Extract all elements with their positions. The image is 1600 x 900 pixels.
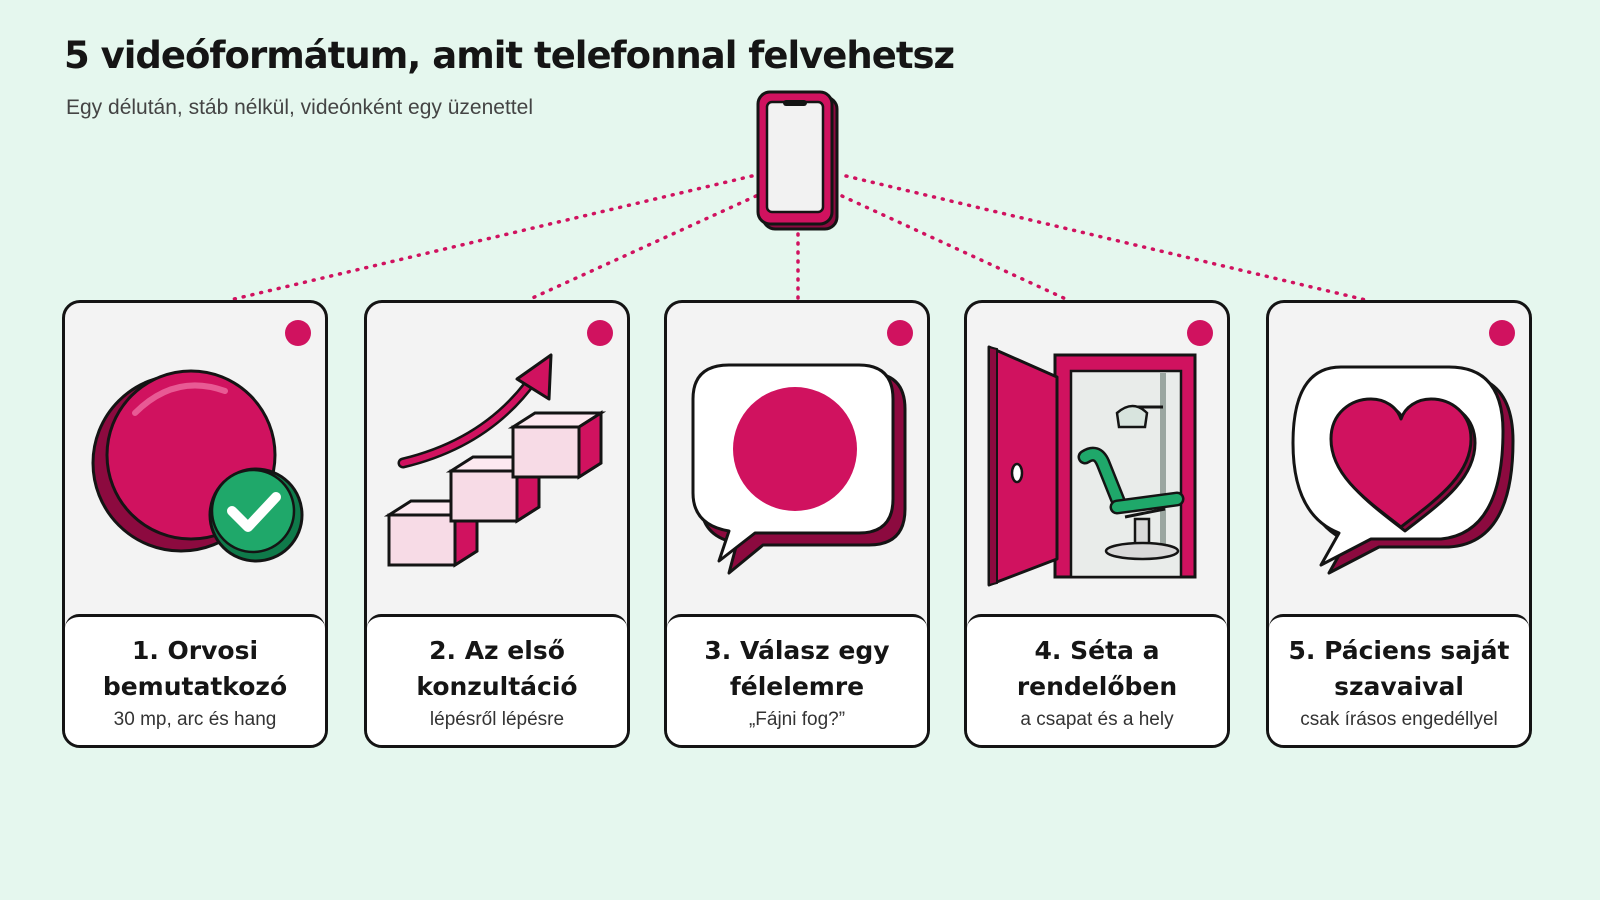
card-subtitle: lépésről lépésre bbox=[429, 709, 565, 730]
connector-4 bbox=[840, 194, 1070, 302]
page-title: 5 videóformátum, amit telefonnal felvehe… bbox=[64, 34, 955, 77]
open-door-dental-chair-icon bbox=[987, 345, 1197, 587]
speech-bubble-icon bbox=[691, 363, 907, 575]
card-subtitle: a csapat és a hely bbox=[1020, 709, 1174, 730]
card-subtitle: csak írásos engedéllyel bbox=[1300, 709, 1498, 730]
accent-dot bbox=[887, 320, 913, 346]
card-paciens-szavaival: 5. Páciens saját szavaival csak írásos e… bbox=[1266, 300, 1532, 748]
smartphone-icon bbox=[756, 90, 839, 231]
card-title: 3. Válasz egy félelemre bbox=[704, 636, 890, 701]
card-label: 5. Páciens saját szavaival csak írásos e… bbox=[1269, 614, 1529, 745]
accent-dot bbox=[1187, 320, 1213, 346]
heart-bubble-icon bbox=[1291, 365, 1515, 575]
card-title: 2. Az első konzultáció bbox=[416, 636, 578, 701]
connector-5 bbox=[844, 174, 1368, 302]
card-label: 3. Válasz egy félelemre „Fájni fog?” bbox=[667, 614, 927, 745]
card-seta-rendeloben: 4. Séta a rendelőben a csapat és a hely bbox=[964, 300, 1230, 748]
card-title: 1. Orvosi bemutatkozó bbox=[102, 636, 288, 701]
page-subtitle: Egy délután, stáb nélkül, videónként egy… bbox=[66, 96, 533, 119]
card-valasz-felelemre: 3. Válasz egy félelemre „Fájni fog?” bbox=[664, 300, 930, 748]
card-label: 4. Séta a rendelőben a csapat és a hely bbox=[967, 614, 1227, 745]
accent-dot bbox=[1489, 320, 1515, 346]
connector-2 bbox=[526, 194, 758, 302]
accent-dot bbox=[587, 320, 613, 346]
accent-dot bbox=[285, 320, 311, 346]
card-title: 5. Páciens saját szavaival bbox=[1288, 636, 1510, 701]
card-label: 2. Az első konzultáció lépésről lépésre bbox=[367, 614, 627, 745]
card-label: 1. Orvosi bemutatkozó 30 mp, arc és hang bbox=[65, 614, 325, 745]
connector-1 bbox=[228, 174, 754, 302]
card-elso-konzultacio: 2. Az első konzultáció lépésről lépésre bbox=[364, 300, 630, 748]
card-subtitle: 30 mp, arc és hang bbox=[113, 709, 277, 730]
card-title: 4. Séta a rendelőben bbox=[1016, 636, 1178, 701]
face-check-icon bbox=[91, 369, 304, 563]
card-orvosi-bemutatkozo: 1. Orvosi bemutatkozó 30 mp, arc és hang bbox=[62, 300, 328, 748]
card-subtitle: „Fájni fog?” bbox=[748, 709, 846, 730]
steps-arrow-icon bbox=[383, 353, 607, 568]
